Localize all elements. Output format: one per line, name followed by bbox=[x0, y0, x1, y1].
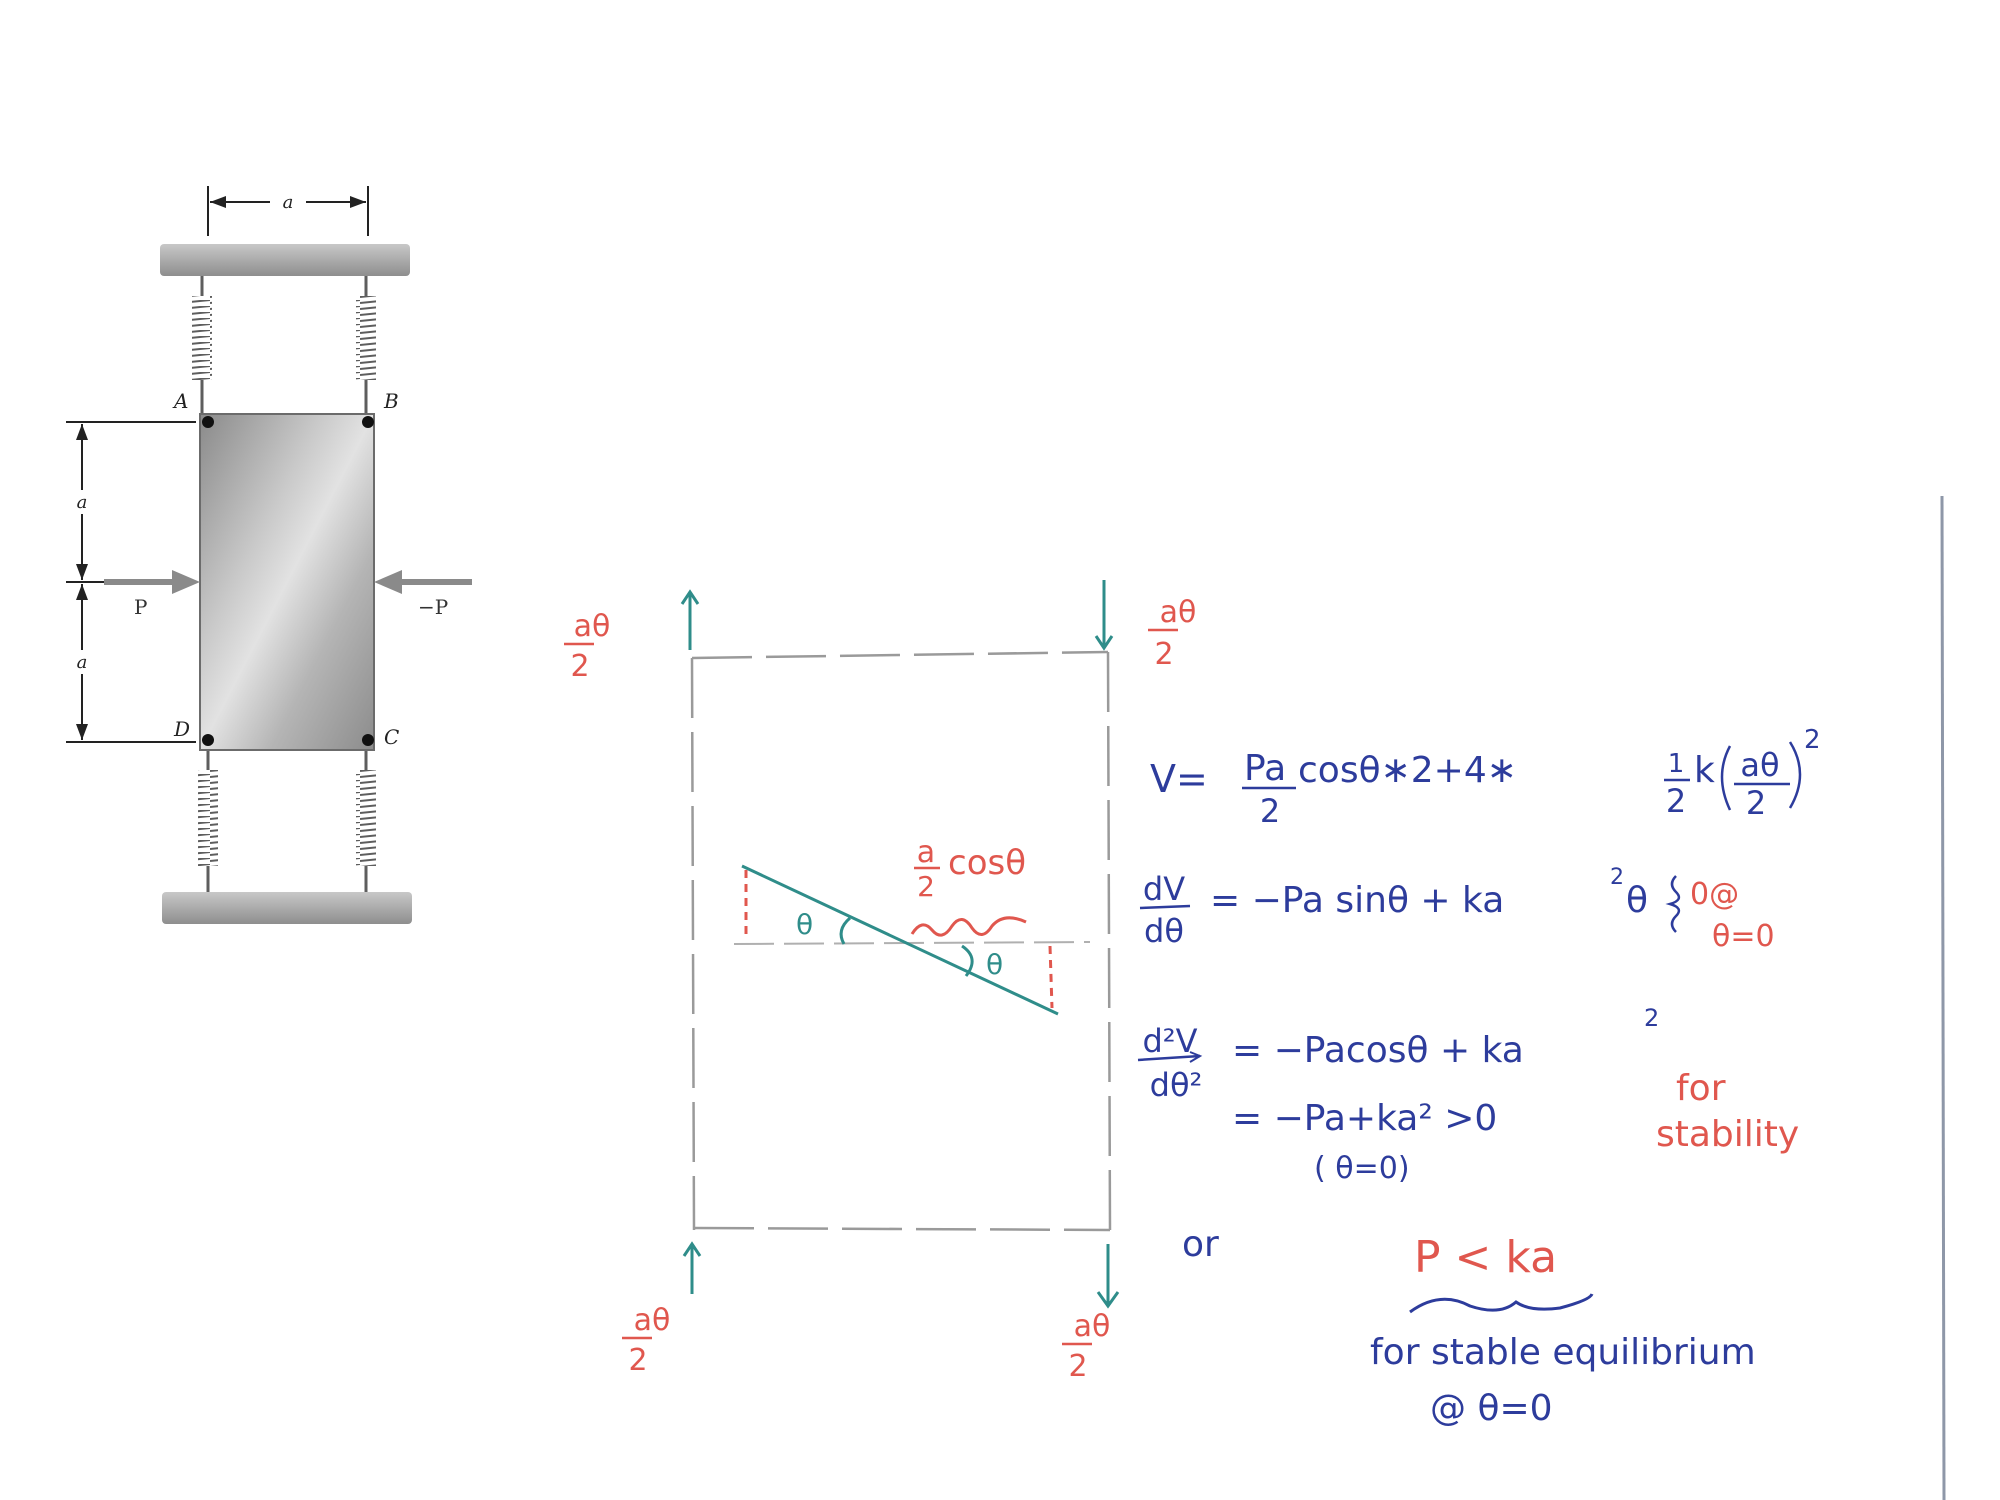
equation-first-derivative: dV dθ = −Pa sinθ + ka 2 θ bbox=[1139, 865, 1681, 950]
disp-bottom-left-num: aθ bbox=[634, 1303, 671, 1338]
d2v-num: d²V bbox=[1142, 1022, 1197, 1060]
v-term1-rest: cosθ∗2+4∗ bbox=[1298, 750, 1517, 791]
disp-top-left-num: aθ bbox=[574, 609, 611, 644]
spring-bottom-right bbox=[356, 748, 376, 892]
v-half-den: 2 bbox=[1666, 782, 1686, 820]
spring-top-right bbox=[356, 276, 376, 416]
dim-left-lower-label: a bbox=[77, 652, 88, 673]
d2v-exp: 2 bbox=[1644, 1004, 1659, 1032]
line2-rhs: = −Pa+ka² >0 bbox=[1232, 1098, 1497, 1139]
v-half-num: 1 bbox=[1668, 749, 1685, 779]
projection-den: 2 bbox=[917, 870, 935, 903]
dv-cond-bottom: θ=0 bbox=[1712, 919, 1775, 954]
force-minus-p-arrow: −P bbox=[374, 570, 472, 619]
angle-left-label: θ bbox=[796, 908, 813, 941]
result-note: for stable equilibrium bbox=[1370, 1332, 1756, 1373]
equations: V= Pa 2 cosθ∗2+4∗ 1 2 k aθ 2 2 dV dθ = −… bbox=[1137, 725, 1821, 1429]
result-inequality: P < ka bbox=[1414, 1232, 1557, 1283]
line2-cond: ( θ=0) bbox=[1314, 1151, 1410, 1186]
d2v-rhs-a: = −Pacosθ + ka bbox=[1232, 1030, 1524, 1071]
disp-label-top-left: aθ 2 bbox=[564, 609, 610, 684]
spring-plate-figure: a bbox=[66, 186, 472, 924]
spring-top-left bbox=[192, 276, 212, 416]
v-term1-den: 2 bbox=[1260, 792, 1280, 830]
or-label: or bbox=[1182, 1224, 1219, 1265]
dv-exp: 2 bbox=[1610, 865, 1624, 890]
v-exp: 2 bbox=[1804, 725, 1821, 755]
v-lhs: V= bbox=[1150, 757, 1208, 801]
disp-label-bottom-left: aθ 2 bbox=[622, 1303, 670, 1378]
rotated-plate-line bbox=[741, 864, 1059, 1016]
dim-left-upper-label: a bbox=[77, 492, 88, 513]
arrow-down-top-right bbox=[1094, 580, 1114, 651]
force-p-arrow: P bbox=[104, 570, 200, 619]
label-b: B bbox=[383, 389, 399, 413]
v-paren-num: aθ bbox=[1740, 746, 1779, 784]
dv-rhs-b: θ bbox=[1626, 880, 1648, 921]
point-c-dot bbox=[362, 734, 374, 746]
rigid-plate bbox=[199, 413, 375, 751]
disp-top-right-num: aθ bbox=[1160, 595, 1197, 630]
top-support bbox=[160, 244, 410, 276]
disp-top-right-den: 2 bbox=[1154, 637, 1173, 672]
point-a-dot bbox=[202, 416, 214, 428]
bottom-support bbox=[162, 892, 412, 924]
equation-second-derivative: d²V dθ² = −Pacosθ + ka 2 = −Pa+ka² >0 ( … bbox=[1137, 1004, 1659, 1265]
projection-brace bbox=[910, 916, 1027, 937]
disp-label-bottom-right: aθ 2 bbox=[1062, 1309, 1110, 1384]
force-minus-p-label: −P bbox=[418, 595, 448, 619]
page-edge-line bbox=[1940, 495, 1946, 1500]
disp-bottom-right-num: aθ bbox=[1074, 1309, 1111, 1344]
dv-cond-top: 0@ bbox=[1690, 877, 1739, 912]
force-p-label: P bbox=[134, 595, 147, 619]
angle-right-label: θ bbox=[986, 948, 1003, 981]
dimension-top: a bbox=[207, 186, 369, 236]
point-b-dot bbox=[362, 416, 374, 428]
dv-rhs-a: = −Pa sinθ + ka bbox=[1210, 880, 1504, 921]
disp-bottom-right-den: 2 bbox=[1068, 1349, 1087, 1384]
dv-den: dθ bbox=[1144, 912, 1184, 950]
projection-func: cosθ bbox=[948, 843, 1026, 883]
equation-potential: V= Pa 2 cosθ∗2+4∗ 1 2 k aθ 2 2 bbox=[1150, 725, 1821, 830]
v-term1-num: Pa bbox=[1244, 748, 1286, 789]
label-a: A bbox=[172, 389, 188, 413]
d2v-den: dθ² bbox=[1150, 1066, 1203, 1104]
point-d-dot bbox=[202, 734, 214, 746]
arrow-up-top-left bbox=[680, 589, 700, 650]
arrow-up-bottom-left bbox=[682, 1241, 702, 1294]
dv-num: dV bbox=[1143, 870, 1185, 908]
for-label: for bbox=[1676, 1068, 1726, 1109]
dim-top-label: a bbox=[283, 192, 294, 213]
disp-top-left-den: 2 bbox=[570, 649, 589, 684]
stability-label: stability bbox=[1656, 1114, 1799, 1155]
label-d: D bbox=[173, 717, 190, 741]
v-paren-den: 2 bbox=[1746, 784, 1766, 822]
displaced-plate-sketch: θ θ a 2 cosθ aθ 2 bbox=[564, 580, 1196, 1384]
spring-bottom-left bbox=[198, 748, 218, 892]
result-at: @ θ=0 bbox=[1430, 1388, 1553, 1429]
v-k: k bbox=[1694, 750, 1715, 791]
disp-label-top-right: aθ 2 bbox=[1148, 595, 1196, 672]
disp-bottom-left-den: 2 bbox=[628, 1343, 647, 1378]
result-brace bbox=[1409, 1293, 1594, 1314]
label-c: C bbox=[384, 725, 399, 749]
arrow-down-bottom-right bbox=[1096, 1244, 1120, 1309]
projection-num: a bbox=[917, 835, 935, 870]
